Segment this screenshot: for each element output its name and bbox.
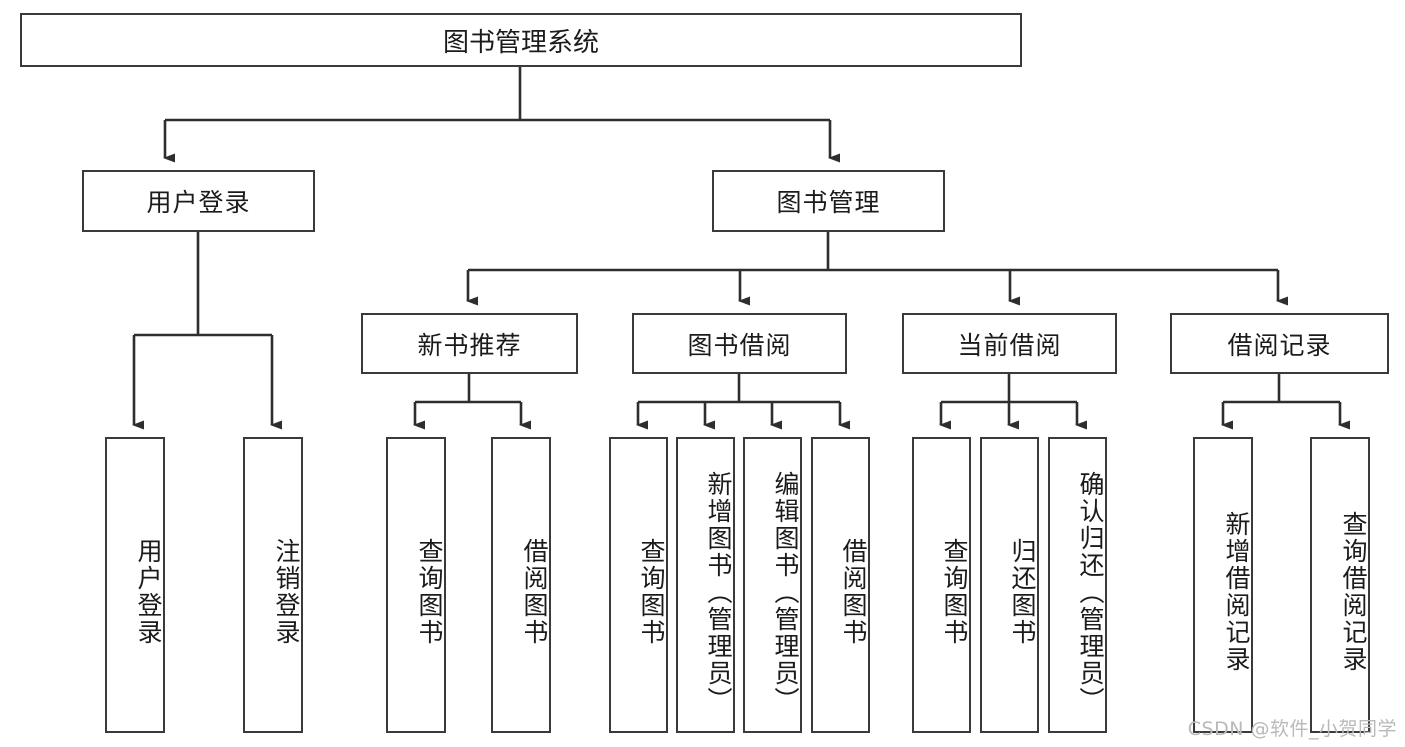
- node-label: 编辑图书（管理员）: [771, 470, 800, 714]
- node-label: 图书管理: [776, 188, 881, 217]
- node-borrow-record[interactable]: 借阅记录: [1170, 313, 1389, 374]
- node-book-management[interactable]: 图书管理: [712, 170, 945, 232]
- node-label: 查询图书: [940, 538, 969, 646]
- node-label: 借阅记录: [1227, 330, 1332, 360]
- node-label: 查询图书: [637, 538, 666, 646]
- node-label: 新书推荐: [417, 330, 522, 360]
- node-current-borrow[interactable]: 当前借阅: [902, 313, 1117, 374]
- node-label: 用户登录: [134, 538, 163, 646]
- node-user-login[interactable]: 用户登录: [82, 170, 315, 232]
- leaf-current-query-book[interactable]: 查询图书: [912, 437, 971, 733]
- leaf-borrow-borrow-book[interactable]: 借阅图书: [811, 437, 870, 733]
- leaf-user-login-signout[interactable]: 注销登录: [243, 437, 303, 733]
- leaf-record-add-record[interactable]: 新增借阅记录: [1193, 437, 1253, 733]
- leaf-borrow-query-book[interactable]: 查询图书: [609, 437, 668, 733]
- leaf-borrow-edit-book-admin[interactable]: 编辑图书（管理员）: [743, 437, 802, 733]
- node-label: 查询图书: [415, 538, 444, 646]
- node-label: 当前借阅: [957, 330, 1062, 360]
- node-label: 归还图书: [1008, 538, 1037, 646]
- node-new-book-recommend[interactable]: 新书推荐: [361, 313, 578, 374]
- leaf-recommend-query-book[interactable]: 查询图书: [386, 437, 446, 733]
- node-label: 查询借阅记录: [1339, 511, 1368, 673]
- node-root-system[interactable]: 图书管理系统: [20, 13, 1022, 67]
- node-label: 新增图书（管理员）: [704, 470, 733, 714]
- leaf-record-query-record[interactable]: 查询借阅记录: [1310, 437, 1370, 733]
- leaf-current-confirm-return-admin[interactable]: 确认归还（管理员）: [1048, 437, 1107, 733]
- leaf-borrow-add-book-admin[interactable]: 新增图书（管理员）: [676, 437, 735, 733]
- node-label: 用户登录: [146, 188, 251, 217]
- leaf-recommend-borrow-book[interactable]: 借阅图书: [491, 437, 551, 733]
- node-book-borrow[interactable]: 图书借阅: [632, 313, 847, 374]
- leaf-current-return-book[interactable]: 归还图书: [980, 437, 1039, 733]
- csdn-watermark: CSDN @软件_小贺同学: [1187, 718, 1397, 740]
- node-label: 确认归还（管理员）: [1076, 470, 1105, 714]
- node-label: 新增借阅记录: [1222, 511, 1251, 673]
- leaf-user-login-signin[interactable]: 用户登录: [105, 437, 165, 733]
- node-label: 图书借阅: [687, 330, 792, 360]
- node-label: 注销登录: [272, 538, 301, 646]
- node-label: 图书管理系统: [442, 27, 599, 58]
- node-label: 借阅图书: [839, 538, 868, 646]
- node-label: 借阅图书: [520, 538, 549, 646]
